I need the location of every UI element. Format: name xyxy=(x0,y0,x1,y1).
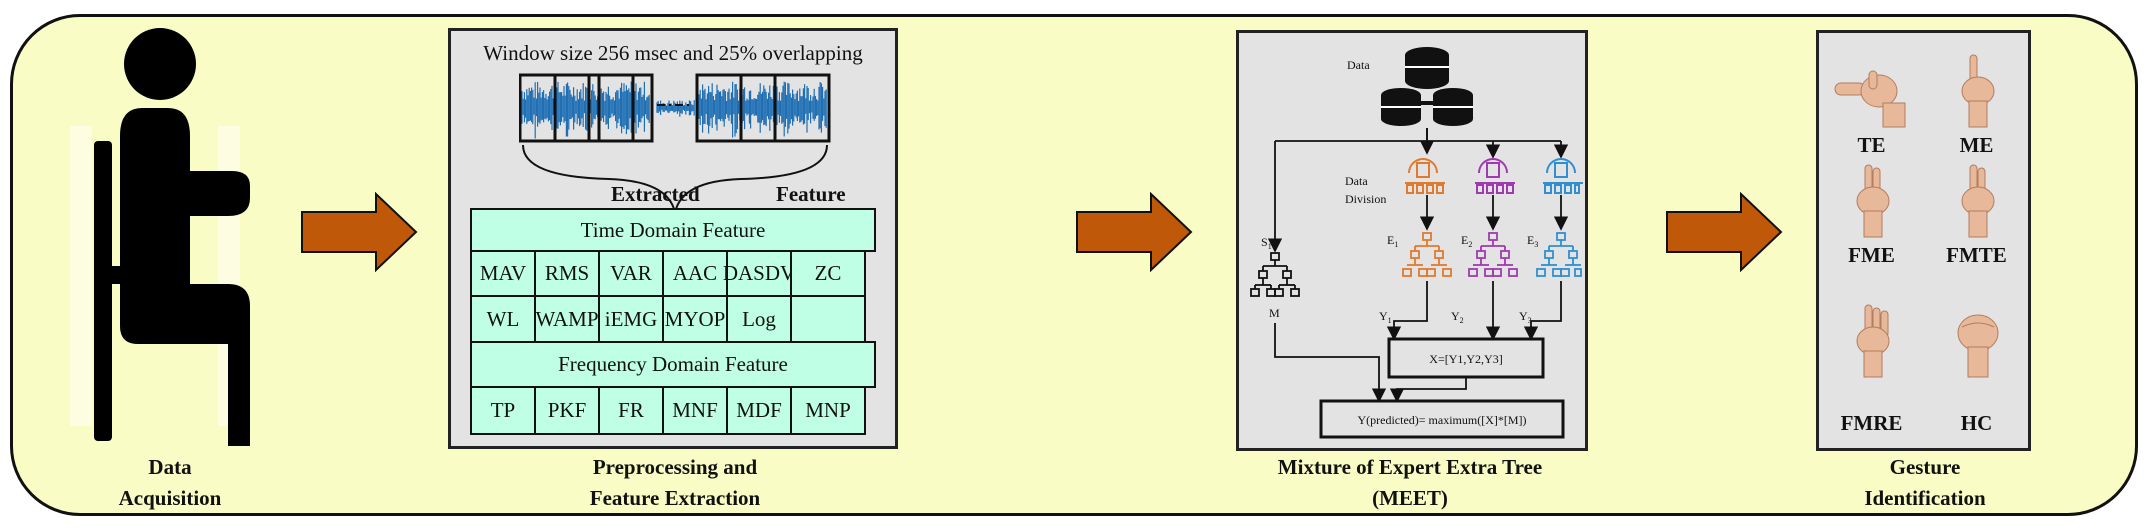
hand-gesture-icon xyxy=(1856,304,1890,378)
stage-label-identification-line1: Gesture xyxy=(1889,455,1961,479)
meet-panel: Data Data Division xyxy=(1236,30,1588,451)
time-feature-cell xyxy=(790,295,866,343)
expert-tree-2-icon xyxy=(1468,232,1518,277)
flow-arrow-2 xyxy=(1076,192,1193,272)
time-feature-cell: MYOP xyxy=(662,295,728,343)
gesture-panel: TE ME FME FMTE FMRE HC xyxy=(1816,30,2031,451)
prediction-box xyxy=(1319,399,1565,439)
frequency-feature-cell: FR xyxy=(598,386,664,435)
frequency-feature-cell: PKF xyxy=(534,386,600,435)
x-vector-formula: X=[Y1,Y2,Y3] xyxy=(1429,352,1502,366)
gesture-label: ME xyxy=(1959,133,1994,157)
expert-tree-1-icon xyxy=(1402,232,1452,277)
prediction-formula: Y(predicted)= maximum([X]*[M]) xyxy=(1357,413,1526,427)
extracted-label-left: Extracted xyxy=(611,182,700,206)
time-feature-cell: Log xyxy=(726,295,792,343)
gesture-label: FMTE xyxy=(1946,243,2007,267)
time-domain-title: Time Domain Feature xyxy=(470,208,876,252)
extracted-label-right: Feature xyxy=(776,182,846,206)
data-division-icon-3 xyxy=(1543,158,1583,194)
hand-gesture-icon xyxy=(1957,314,1999,378)
stage-label-model: Mixture of Expert Extra Tree (MEET) xyxy=(1245,452,1575,514)
time-feature-cell: AAC xyxy=(662,250,728,297)
gesture-label: HC xyxy=(1960,411,1993,435)
gating-tree-icon xyxy=(1250,252,1300,297)
time-feature-cell: DASDV xyxy=(723,250,795,297)
expert-2-output-label: Y2 xyxy=(1451,309,1464,325)
hand-gesture-icon xyxy=(1961,164,1995,238)
time-feature-cell: WAMP xyxy=(534,295,600,343)
window-caption: Window size 256 msec and 25% overlapping xyxy=(483,41,863,65)
stage-label-identification: Gesture Identification xyxy=(1840,452,2010,514)
stage-label-acquisition: Data Acquisition xyxy=(90,452,250,514)
time-feature-cell: MAV xyxy=(470,250,536,297)
database-icon xyxy=(1381,47,1473,126)
hand-gesture-icon xyxy=(1961,54,1995,128)
frequency-domain-title: Frequency Domain Feature xyxy=(470,341,876,388)
stage-label-model-line1: Mixture of Expert Extra Tree xyxy=(1277,455,1543,479)
time-feature-cell: WL xyxy=(470,295,536,343)
gesture-label: FME xyxy=(1848,243,1895,267)
emg-signal-plot xyxy=(519,73,831,214)
expert-1-output-label: Y1 xyxy=(1379,309,1392,325)
expert-2-label: E2 xyxy=(1461,233,1472,249)
frequency-feature-cell: TP xyxy=(470,386,536,435)
hand-gesture-icon xyxy=(1856,164,1890,238)
expert-tree-3-icon xyxy=(1536,232,1582,277)
seated-person-icon xyxy=(70,28,250,446)
flow-arrow-3 xyxy=(1666,192,1783,272)
hand-gesture-icon xyxy=(1834,70,1906,128)
flow-arrow-1 xyxy=(301,192,418,272)
stage-label-preprocessing-line1: Preprocessing and xyxy=(592,455,758,479)
time-feature-cell: VAR xyxy=(598,250,664,297)
data-division-icon-2 xyxy=(1475,158,1515,194)
data-division-label-line1: Data xyxy=(1345,174,1368,188)
stage-label-acquisition-line2: Acquisition xyxy=(118,486,222,510)
stage-label-identification-line2: Identification xyxy=(1864,486,1986,510)
stage-label-acquisition-line1: Data xyxy=(148,455,192,479)
expert-1-label: E1 xyxy=(1387,233,1398,249)
pipeline-background xyxy=(10,14,2138,516)
stage-label-preprocessing: Preprocessing and Feature Extraction xyxy=(560,452,790,514)
frequency-feature-cell: MNP xyxy=(790,386,866,435)
meet-diagram: Data Data Division xyxy=(1250,47,1583,439)
gesture-label: TE xyxy=(1857,133,1886,157)
time-feature-cell: iEMG xyxy=(598,295,664,343)
expert-3-label: E3 xyxy=(1527,233,1538,249)
frequency-feature-cell: MNF xyxy=(662,386,728,435)
frequency-feature-cell: MDF xyxy=(726,386,792,435)
time-feature-cell: ZC xyxy=(790,250,866,297)
gate-label: S1 xyxy=(1261,235,1272,251)
time-feature-cell: RMS xyxy=(534,250,600,297)
stage-label-model-line2: (MEET) xyxy=(1372,486,1448,510)
gesture-label: FMRE xyxy=(1840,411,1903,435)
expert-3-output-label: Y3 xyxy=(1519,309,1532,325)
stage-label-preprocessing-line2: Feature Extraction xyxy=(589,486,761,510)
meet-data-label: Data xyxy=(1347,58,1370,72)
gate-output-label: M xyxy=(1269,306,1280,320)
data-division-icon-1 xyxy=(1405,158,1445,194)
preprocessing-panel: Window size 256 msec and 25% overlapping… xyxy=(448,28,898,449)
data-division-label-line2: Division xyxy=(1345,192,1386,206)
